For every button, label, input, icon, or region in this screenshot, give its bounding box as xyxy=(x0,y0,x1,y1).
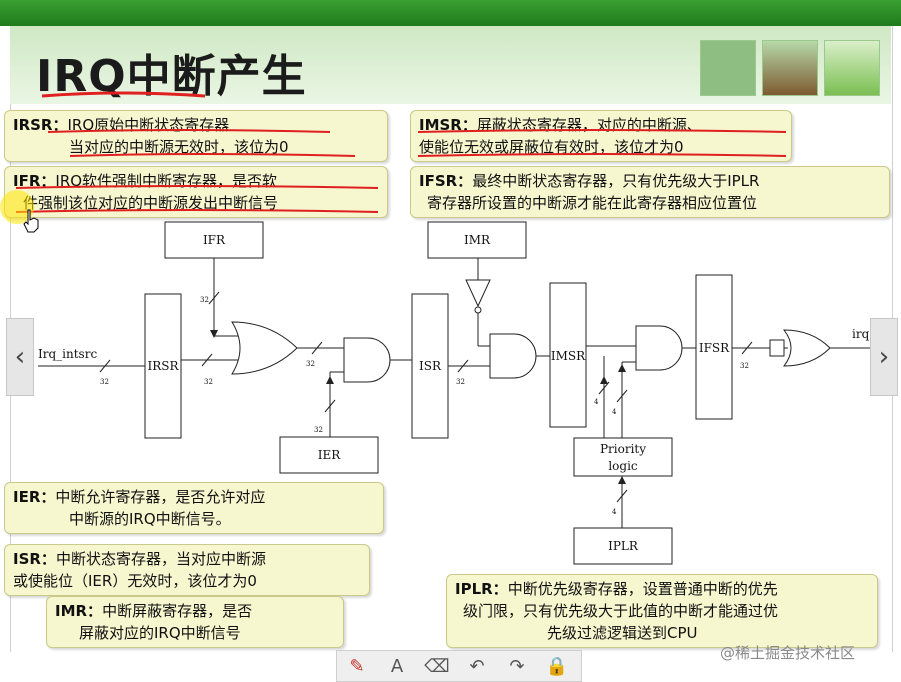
svg-text:4: 4 xyxy=(612,408,617,416)
block-ifsr xyxy=(695,274,733,420)
svg-text:Irq_intsrc: Irq_intsrc xyxy=(38,347,97,361)
hand-cursor-icon xyxy=(23,209,39,233)
eraser-icon[interactable]: ⌫ xyxy=(424,655,450,677)
text-tool-button[interactable]: A xyxy=(390,655,404,677)
decor-thumbnail xyxy=(824,40,880,96)
prev-slide-button[interactable]: ‹ xyxy=(6,318,34,396)
note-imr: IMR：中断屏蔽寄存器，是否 屏蔽对应的IRQ中断信号 xyxy=(46,596,344,648)
svg-text:IFR: IFR xyxy=(203,233,226,247)
lock-icon[interactable]: 🔒 xyxy=(545,655,569,677)
block-ifr xyxy=(164,221,264,259)
note-ifr: IFR：IRQ软件强制中断寄存器，是否软 件强制该位对应的中断源发出中断信号 xyxy=(4,166,388,218)
block-priority xyxy=(573,437,673,477)
svg-text:32: 32 xyxy=(204,378,213,386)
title-underline xyxy=(41,91,206,98)
note-ifsr: IFSR：最终中断状态寄存器，只有优先级大于IPLR 寄存器所设置的中断源才能在… xyxy=(410,166,890,218)
and-gate-2 xyxy=(489,333,537,379)
svg-text:IER: IER xyxy=(318,448,342,462)
svg-text:ISR: ISR xyxy=(419,359,442,373)
decor-thumbnail xyxy=(762,40,818,96)
svg-text:32: 32 xyxy=(740,362,749,370)
and-gate-3 xyxy=(635,325,683,371)
decor-thumbnail xyxy=(700,40,756,96)
block-ier xyxy=(279,436,379,474)
or-gate-1 xyxy=(231,321,298,375)
svg-text:IPLR: IPLR xyxy=(608,539,639,553)
svg-text:IFSR: IFSR xyxy=(699,341,730,355)
undo-button[interactable]: ↶ xyxy=(469,655,485,677)
svg-text:32: 32 xyxy=(306,360,315,368)
block-imsr xyxy=(549,282,587,428)
svg-text:Priority: Priority xyxy=(600,442,646,456)
svg-text:IMR: IMR xyxy=(464,233,491,247)
watermark: @稀土掘金技术社区 xyxy=(720,644,856,662)
next-slide-button[interactable]: › xyxy=(870,318,898,396)
pen-icon[interactable]: ✎ xyxy=(349,655,365,677)
note-iplr: IPLR：中断优先级寄存器，设置普通中断的优先 级门限，只有优先级大于此值的中断… xyxy=(446,574,878,648)
block-isr xyxy=(411,293,449,439)
svg-text:IRSR: IRSR xyxy=(147,359,179,373)
svg-text:irq: irq xyxy=(852,327,870,341)
svg-text:32: 32 xyxy=(100,378,109,386)
block-iplr xyxy=(573,527,673,565)
svg-text:4: 4 xyxy=(612,508,617,516)
svg-text:IMSR: IMSR xyxy=(551,349,586,363)
buffer-box xyxy=(769,339,785,357)
block-irsr xyxy=(144,293,182,439)
or-gate-2 xyxy=(782,329,831,367)
note-isr: ISR：中断状态寄存器，当对应中断源 或使能位（IER）无效时，该位才为0 xyxy=(4,544,370,596)
svg-text:32: 32 xyxy=(456,378,465,386)
redo-button[interactable]: ↷ xyxy=(509,655,525,677)
inverter xyxy=(465,279,491,308)
svg-text:logic: logic xyxy=(608,459,638,473)
window-top-bar xyxy=(0,0,901,26)
note-ier: IER：中断允许寄存器，是否允许对应 中断源的IRQ中断信号。 xyxy=(4,482,384,534)
svg-text:32: 32 xyxy=(200,296,209,304)
and-gate-1 xyxy=(343,337,391,383)
annotation-toolbar: ✎ A ⌫ ↶ ↷ 🔒 xyxy=(336,650,582,682)
svg-text:32: 32 xyxy=(314,426,323,434)
block-imr xyxy=(427,221,527,259)
svg-text:4: 4 xyxy=(594,398,599,406)
